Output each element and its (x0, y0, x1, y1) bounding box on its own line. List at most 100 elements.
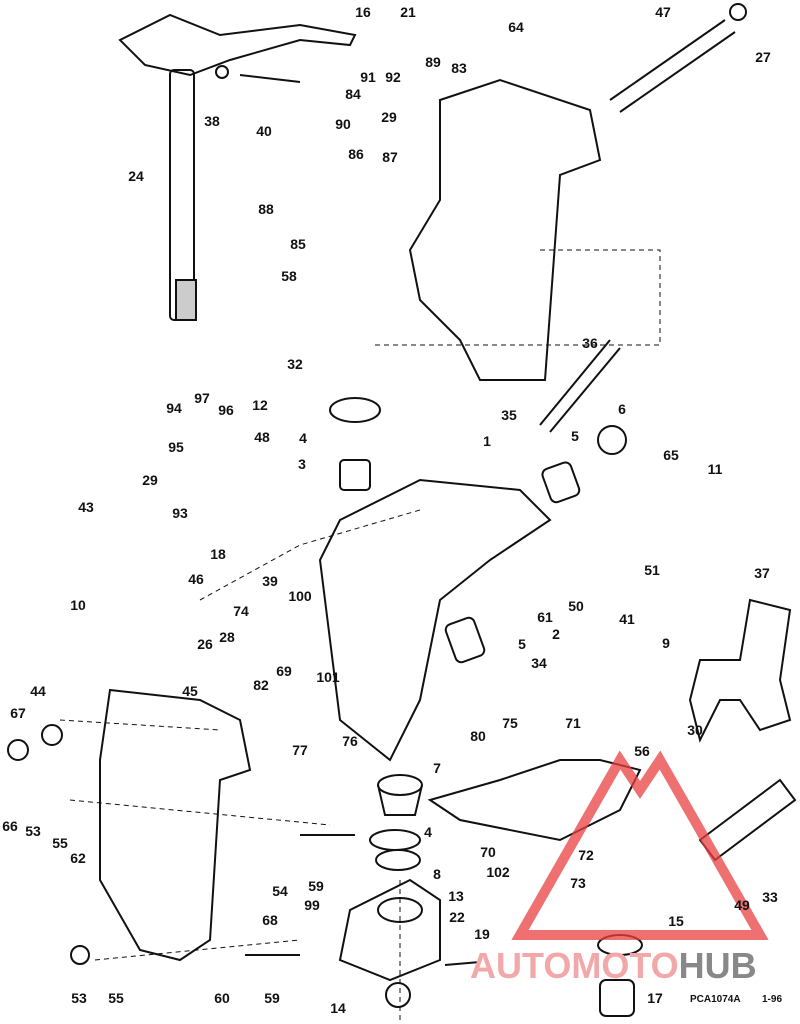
part-label-92: 92 (385, 69, 401, 85)
part-label-32: 32 (287, 356, 303, 372)
part-label-28: 28 (219, 629, 235, 645)
part-label-55: 55 (108, 990, 124, 1006)
diagram-date: 1-96 (762, 994, 783, 1005)
part-label-59: 59 (264, 990, 280, 1006)
part-label-91: 91 (360, 69, 376, 85)
part-label-73: 73 (570, 875, 586, 891)
part-label-26: 26 (197, 636, 213, 652)
part-label-7: 7 (433, 760, 441, 776)
part-label-59: 59 (308, 878, 324, 894)
part-label-33: 33 (762, 889, 778, 905)
part-label-39: 39 (262, 573, 278, 589)
part-label-3: 3 (298, 456, 306, 472)
part-label-76: 76 (342, 733, 358, 749)
part-label-84: 84 (345, 86, 361, 102)
part-label-60: 60 (214, 990, 230, 1006)
part-label-24: 24 (128, 168, 144, 184)
part-label-69: 69 (276, 663, 292, 679)
part-label-49: 49 (734, 897, 750, 913)
part-label-97: 97 (194, 390, 210, 406)
part-label-70: 70 (480, 844, 496, 860)
part-label-51: 51 (644, 562, 660, 578)
part-label-18: 18 (210, 546, 226, 562)
part-label-38: 38 (204, 113, 220, 129)
part-label-86: 86 (348, 146, 364, 162)
part-label-22: 22 (449, 909, 465, 925)
part-label-50: 50 (568, 598, 584, 614)
part-label-100: 100 (288, 588, 312, 604)
part-label-68: 68 (262, 912, 278, 928)
part-label-11: 11 (707, 461, 723, 477)
part-label-4: 4 (299, 430, 307, 446)
part-label-29: 29 (381, 109, 397, 125)
part-label-12: 12 (252, 397, 268, 413)
diagram-code: PCA1074A (690, 994, 741, 1005)
part-label-66: 66 (2, 818, 18, 834)
part-label-99: 99 (304, 897, 320, 913)
part-label-15: 15 (668, 913, 684, 929)
part-label-93: 93 (172, 505, 188, 521)
part-label-41: 41 (619, 611, 635, 627)
part-label-10: 10 (70, 597, 86, 613)
part-label-40: 40 (256, 123, 272, 139)
part-label-61: 61 (537, 609, 553, 625)
part-label-95: 95 (168, 439, 184, 455)
part-label-44: 44 (30, 683, 46, 699)
part-label-9: 9 (662, 635, 670, 651)
watermark-logo (511, 750, 769, 940)
part-label-16: 16 (355, 4, 371, 20)
part-label-29: 29 (142, 472, 158, 488)
part-label-30: 30 (687, 722, 703, 738)
part-label-8: 8 (433, 866, 441, 882)
part-label-67: 67 (10, 705, 26, 721)
part-label-72: 72 (578, 847, 594, 863)
part-label-43: 43 (78, 499, 94, 515)
part-label-21: 21 (400, 4, 416, 20)
part-label-58: 58 (281, 268, 297, 284)
part-label-36: 36 (582, 335, 598, 351)
part-label-48: 48 (254, 429, 270, 445)
part-label-80: 80 (470, 728, 486, 744)
part-label-17: 17 (647, 990, 663, 1006)
part-label-56: 56 (634, 743, 650, 759)
part-label-88: 88 (258, 201, 274, 217)
part-label-102: 102 (486, 864, 510, 880)
part-label-46: 46 (188, 571, 204, 587)
part-label-83: 83 (451, 60, 467, 76)
part-label-90: 90 (335, 116, 351, 132)
part-label-14: 14 (330, 1000, 346, 1016)
part-label-77: 77 (292, 742, 308, 758)
part-label-1: 1 (483, 433, 491, 449)
part-label-13: 13 (448, 888, 464, 904)
part-label-71: 71 (565, 715, 581, 731)
part-label-85: 85 (290, 236, 306, 252)
part-label-89: 89 (425, 54, 441, 70)
part-label-94: 94 (166, 400, 182, 416)
part-label-65: 65 (663, 447, 679, 463)
watermark-text: AUTOMOTOHUB (470, 948, 757, 984)
part-label-75: 75 (502, 715, 518, 731)
part-label-34: 34 (531, 655, 547, 671)
part-label-4: 4 (424, 824, 432, 840)
part-label-19: 19 (474, 926, 490, 942)
part-label-55: 55 (52, 835, 68, 851)
watermark-hub: HUB (678, 945, 757, 986)
part-label-96: 96 (218, 402, 234, 418)
part-label-53: 53 (71, 990, 87, 1006)
part-label-35: 35 (501, 407, 517, 423)
part-label-47: 47 (655, 4, 671, 20)
part-label-101: 101 (316, 669, 340, 685)
part-label-37: 37 (754, 565, 770, 581)
part-label-64: 64 (508, 19, 524, 35)
part-label-5: 5 (518, 636, 526, 652)
part-label-82: 82 (253, 677, 269, 693)
part-label-45: 45 (182, 683, 198, 699)
part-label-6: 6 (618, 401, 626, 417)
part-label-62: 62 (70, 850, 86, 866)
part-label-5: 5 (571, 428, 579, 444)
part-label-74: 74 (233, 603, 249, 619)
part-label-53: 53 (25, 823, 41, 839)
part-label-54: 54 (272, 883, 288, 899)
